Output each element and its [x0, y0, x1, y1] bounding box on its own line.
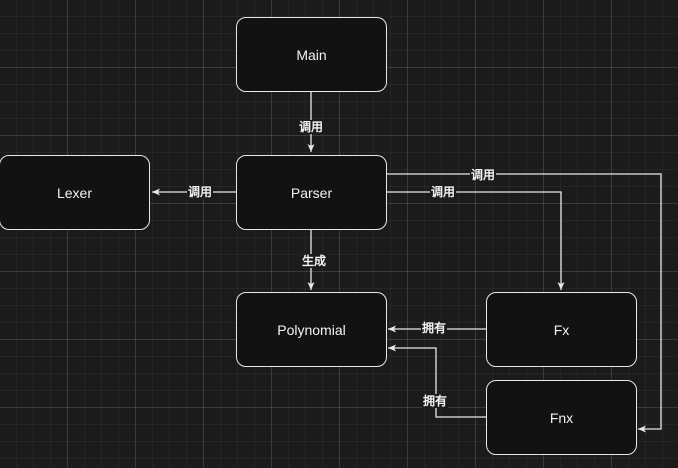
edge-fnx-polynomial	[388, 344, 487, 418]
edge-parser-fx	[386, 191, 565, 290]
node-fx: Fx	[486, 292, 637, 367]
edge-label-parser-fx: 调用	[429, 185, 457, 199]
edge-label-fx-polynomial: 拥有	[420, 321, 448, 335]
edge-label-parser-fnx: 调用	[469, 168, 497, 182]
edge-label-fnx-polynomial: 拥有	[421, 394, 449, 408]
node-fnx: Fnx	[486, 380, 637, 455]
edge-parser-fnx	[386, 173, 662, 433]
node-parser: Parser	[236, 155, 387, 230]
node-polynomial: Polynomial	[236, 292, 387, 367]
node-lexer: Lexer	[0, 155, 150, 230]
edge-label-main-parser: 调用	[297, 120, 325, 134]
edge-label-parser-lexer: 调用	[186, 185, 214, 199]
edge-label-parser-polynomial: 生成	[300, 254, 328, 268]
node-main: Main	[236, 17, 387, 92]
